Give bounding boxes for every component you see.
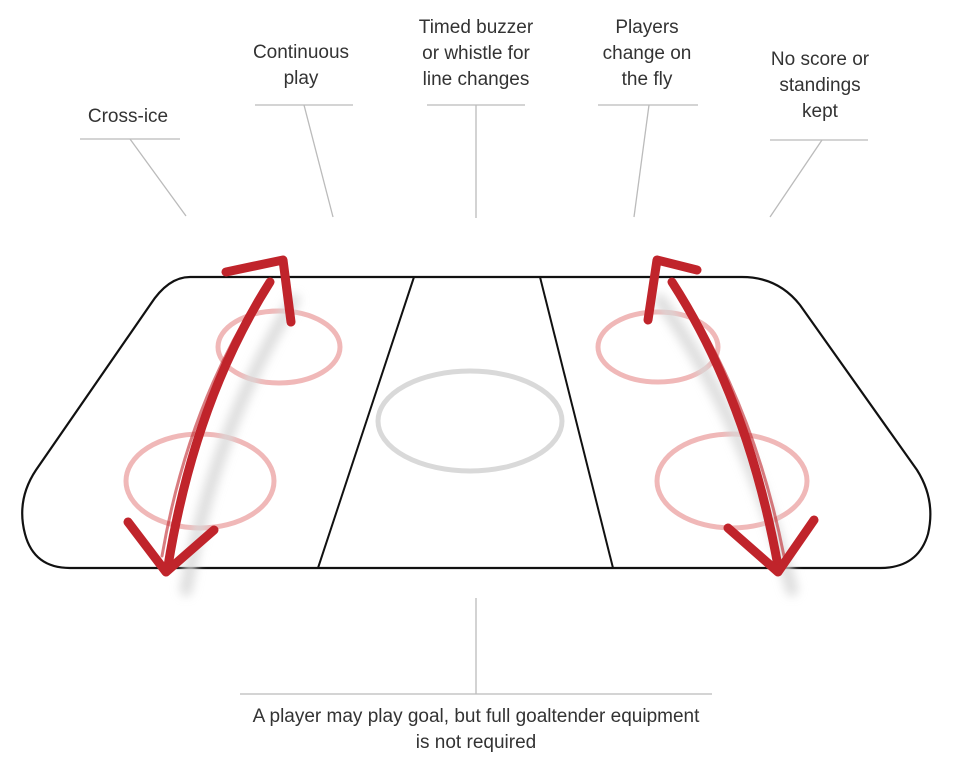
left-arrow-shaft (163, 277, 275, 571)
faceoff-circle-top-left (215, 308, 343, 386)
arrow-shadows (180, 294, 798, 596)
faceoff-circle-bottom-right (654, 431, 810, 531)
leader-line-players-change (633, 104, 650, 218)
neutral-zone-line-left (317, 276, 415, 569)
right-arrow-head-top (643, 255, 702, 325)
left-arrow-shaft-texture (160, 290, 264, 558)
neutral-zone-line-right (539, 276, 614, 569)
label-continuous-play: Continuous play (252, 42, 350, 89)
label-players-change: Players change on the fly (602, 17, 692, 90)
right-arrow-shaft-texture (678, 290, 786, 558)
label-goalie: A player may play goal, but full goalten… (252, 706, 700, 753)
right-arrow-shaft (667, 277, 783, 571)
leader-lines (80, 104, 868, 695)
left-arrow-head-bottom (123, 517, 219, 577)
rink-outline (21, 275, 932, 570)
faceoff-circle-top-right (595, 309, 721, 385)
center-circle (375, 368, 565, 474)
label-cross-ice: Cross-ice (87, 106, 169, 127)
leader-line-continuous-play (303, 104, 334, 218)
leader-line-cross-ice (129, 138, 187, 217)
left-arrow-head-top (221, 255, 296, 327)
faceoff-circles (123, 308, 810, 531)
left-arrow (123, 255, 296, 577)
right-arrow-head-bottom (723, 515, 819, 577)
label-timed-buzzer: Timed buzzer or whistle for line changes (418, 17, 534, 90)
right-arrow (643, 255, 819, 577)
leader-line-no-score (769, 139, 823, 218)
label-no-score: No score or standings kept (770, 49, 870, 122)
